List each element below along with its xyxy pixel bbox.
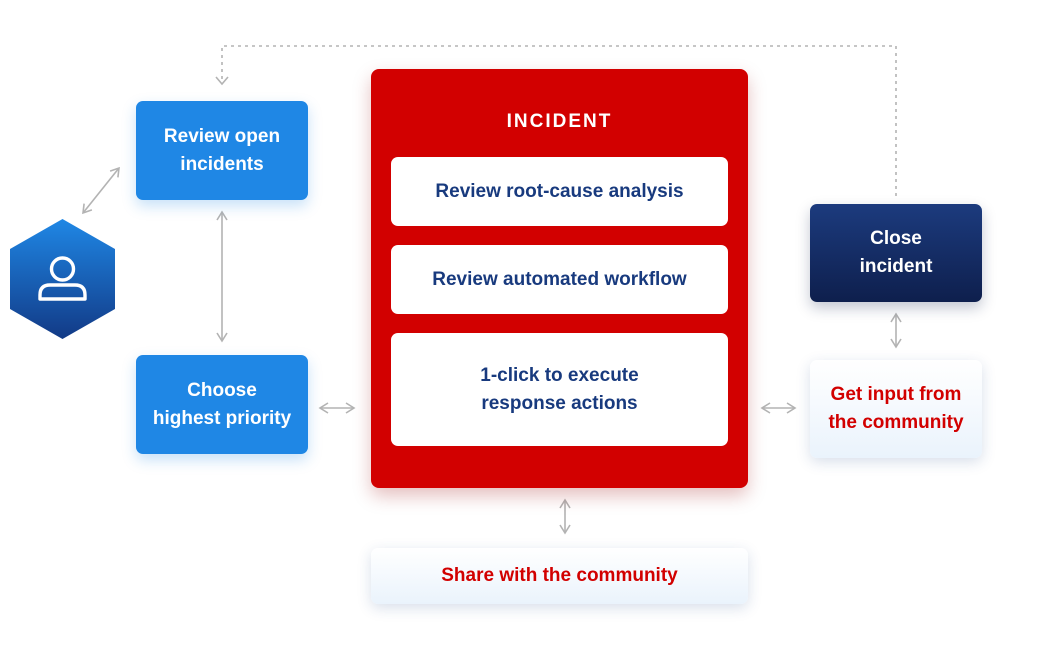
user-avatar	[10, 219, 115, 339]
execute-line-2: response actions	[481, 392, 638, 414]
execute-line-1: 1-click to execute	[480, 364, 639, 386]
review-rca-node[interactable]: Review root-cause analysis	[391, 157, 728, 226]
get-input-community-node[interactable]: Get input from the community	[810, 360, 982, 458]
close-incident-node[interactable]: Close incident	[810, 204, 982, 302]
get-input-line-1: Get input from	[830, 384, 962, 405]
loop-back-arrowhead	[215, 76, 229, 86]
choose-priority-line-2: highest priority	[152, 407, 292, 429]
share-label: Share with the community	[441, 565, 678, 586]
share-community-node[interactable]: Share with the community	[371, 548, 748, 604]
review-open-line-1: Review open	[163, 125, 281, 147]
review-open-line-2: incidents	[180, 153, 264, 175]
review-workflow-node[interactable]: Review automated workflow	[391, 245, 728, 314]
close-line-2: incident	[859, 256, 933, 277]
choose-highest-priority-node[interactable]: Choose highest priority	[136, 355, 308, 454]
user-icon	[10, 219, 115, 339]
review-workflow-label: Review automated workflow	[432, 268, 687, 290]
review-rca-label: Review root-cause analysis	[435, 180, 684, 202]
loop-back-connector	[221, 45, 897, 196]
close-line-1: Close	[870, 228, 922, 249]
choose-priority-line-1: Choose	[187, 379, 257, 401]
review-open-incidents-node[interactable]: Review open incidents	[136, 101, 308, 200]
execute-response-node[interactable]: 1-click to execute response actions	[391, 333, 728, 446]
get-input-line-2: the community	[828, 412, 964, 433]
user-review-connector	[82, 166, 120, 215]
incident-title: INCIDENT	[506, 111, 613, 132]
